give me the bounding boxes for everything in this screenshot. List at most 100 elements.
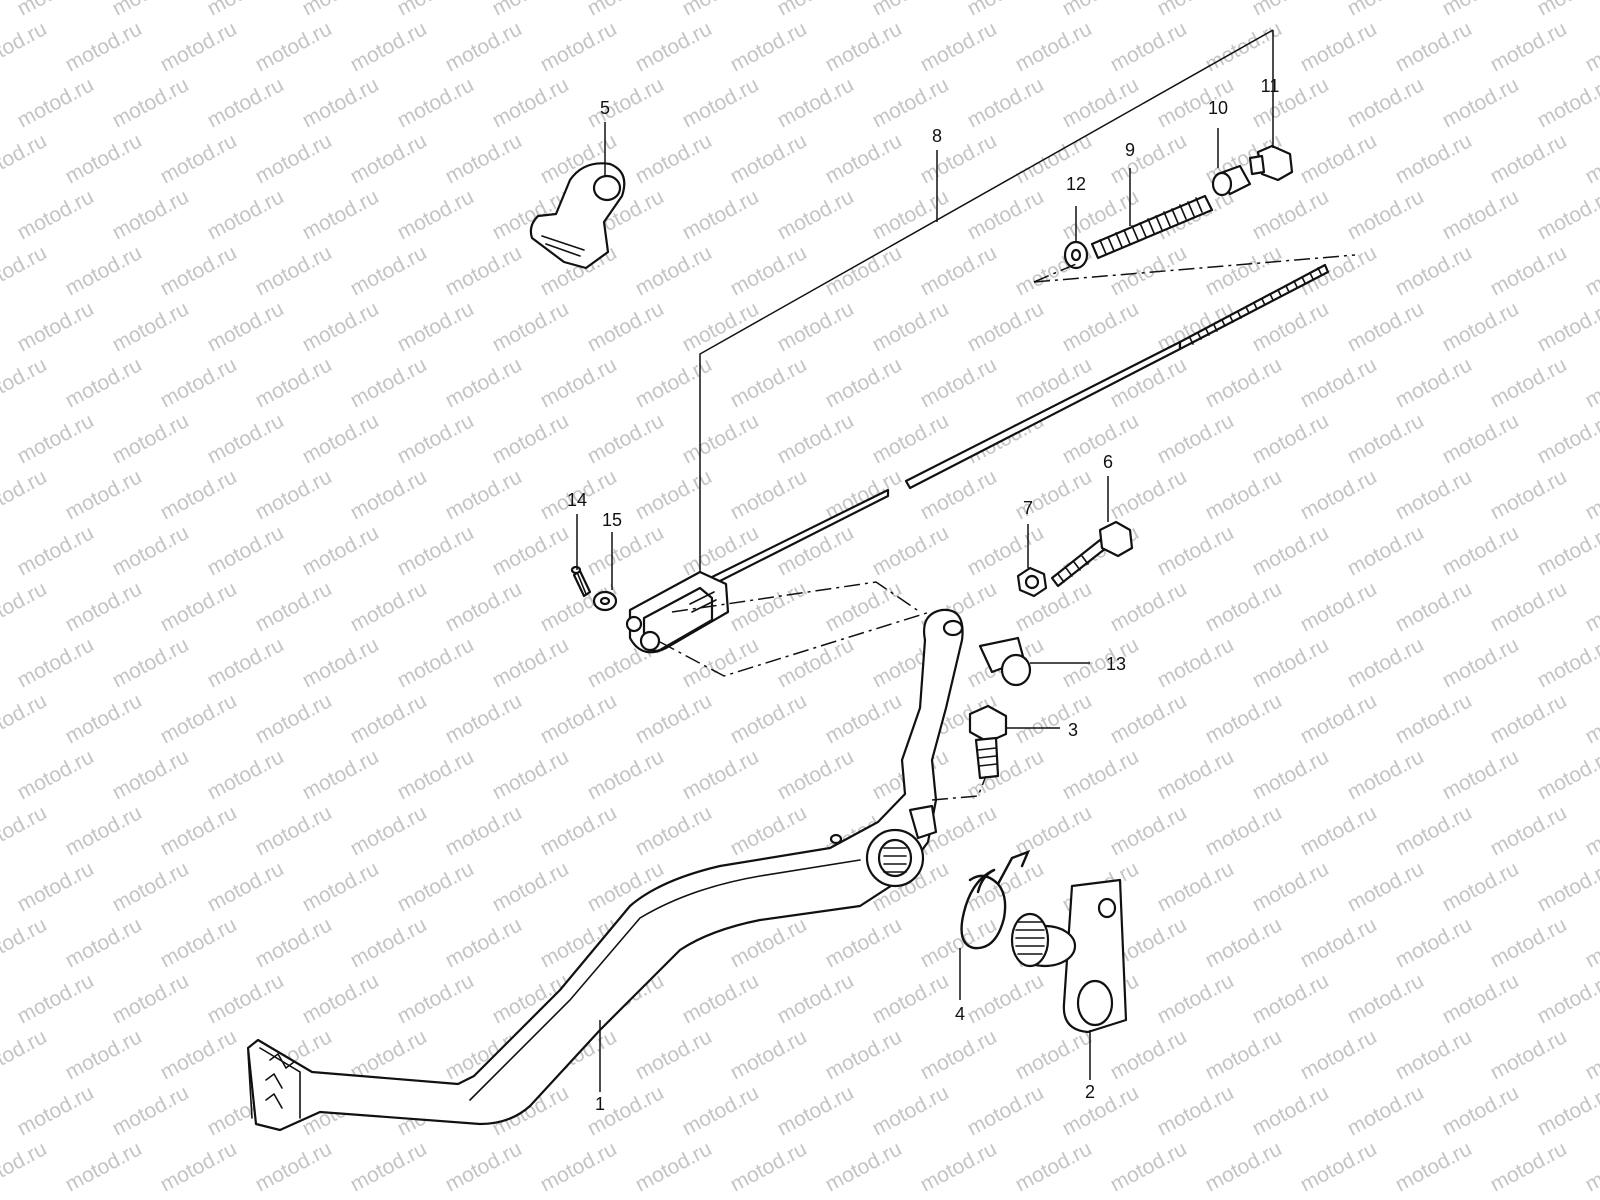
- watermark-text: motod.ru: [1154, 0, 1238, 20]
- watermark-text: motod.ru: [0, 0, 3, 20]
- watermark-text: motod.ru: [1012, 17, 1096, 76]
- watermark-text: motod.ru: [252, 129, 336, 188]
- watermark-text: motod.ru: [1534, 1081, 1600, 1140]
- watermark-text: motod.ru: [204, 745, 288, 804]
- watermark-text: motod.ru: [109, 409, 193, 468]
- watermark-text: motod.ru: [679, 73, 763, 132]
- callout-3: 3: [1068, 720, 1078, 740]
- watermark-text: motod.ru: [727, 1025, 811, 1084]
- watermark-text: motod.ru: [679, 0, 763, 20]
- watermark-text: motod.ru: [1487, 129, 1571, 188]
- watermark-text: motod.ru: [442, 241, 526, 300]
- watermark-text: motod.ru: [442, 913, 526, 972]
- watermark-text: motod.ru: [394, 969, 478, 1028]
- watermark-text: motod.ru: [62, 465, 146, 524]
- watermark-text: motod.ru: [679, 185, 763, 244]
- watermark-text: motod.ru: [537, 689, 621, 748]
- watermark-text: motod.ru: [442, 577, 526, 636]
- watermark-text: motod.ru: [632, 353, 716, 412]
- watermark-text: motod.ru: [1297, 1137, 1381, 1196]
- watermark-text: motod.ru: [1439, 409, 1523, 468]
- watermark-text: motod.ru: [62, 801, 146, 860]
- watermark-text: motod.ru: [14, 633, 98, 692]
- assembly-lines: [659, 254, 1356, 801]
- watermark-text: motod.ru: [727, 1137, 811, 1196]
- watermark-text: motod.ru: [347, 129, 431, 188]
- watermark-text: motod.ru: [1344, 1081, 1428, 1140]
- watermark-text: motod.ru: [822, 1025, 906, 1084]
- watermark-text: motod.ru: [1582, 1137, 1600, 1196]
- watermark-text: motod.ru: [632, 1137, 716, 1196]
- watermark-text: motod.ru: [537, 17, 621, 76]
- nut: [1016, 566, 1048, 598]
- watermark-text: motod.ru: [109, 745, 193, 804]
- watermark-text: motod.ru: [1012, 801, 1096, 860]
- watermark-text: motod.ru: [727, 241, 811, 300]
- watermark-text: motod.ru: [1012, 1025, 1096, 1084]
- watermark-text: motod.ru: [632, 1025, 716, 1084]
- watermark-text: motod.ru: [0, 129, 51, 188]
- watermark-text: motod.ru: [727, 577, 811, 636]
- watermark-text: motod.ru: [489, 521, 573, 580]
- watermark-text: motod.ru: [727, 801, 811, 860]
- watermark-text: motod.ru: [1202, 913, 1286, 972]
- callout-10: 10: [1208, 98, 1228, 118]
- watermark-text: motod.ru: [1059, 0, 1143, 20]
- watermark-text: motod.ru: [1202, 353, 1286, 412]
- watermark-text: motod.ru: [347, 577, 431, 636]
- watermark-text: motod.ru: [299, 969, 383, 1028]
- watermark-text: motod.ru: [1534, 857, 1600, 916]
- watermark-text: motod.ru: [1344, 633, 1428, 692]
- watermark-text: motod.ru: [917, 1137, 1001, 1196]
- watermark-text: motod.ru: [14, 969, 98, 1028]
- watermark-text: motod.ru: [1439, 297, 1523, 356]
- watermark-text: motod.ru: [204, 297, 288, 356]
- watermark-text: motod.ru: [0, 913, 51, 972]
- watermark-text: motod.ru: [822, 1137, 906, 1196]
- watermark-text: motod.ru: [679, 969, 763, 1028]
- leader-lines: [576, 29, 1274, 1092]
- watermark-text: motod.ru: [157, 129, 241, 188]
- callout-9: 9: [1125, 140, 1135, 160]
- watermark-text: motod.ru: [1107, 577, 1191, 636]
- watermark-text: motod.ru: [204, 969, 288, 1028]
- watermark-text: motod.ru: [774, 745, 858, 804]
- callout-13: 13: [1106, 654, 1126, 674]
- callout-14: 14: [567, 490, 587, 510]
- watermark-text: motod.ru: [869, 73, 953, 132]
- watermark-text: motod.ru: [157, 465, 241, 524]
- watermark-text: motod.ru: [299, 409, 383, 468]
- callout-15: 15: [602, 510, 622, 530]
- callout-labels: 8 5 9 10 11 12 6 7 14 15 13 3 4 2 1: [567, 76, 1279, 1114]
- watermark-text: motod.ru: [1012, 689, 1096, 748]
- watermark-text: motod.ru: [442, 1137, 526, 1196]
- watermark-text: motod.ru: [1154, 1081, 1238, 1140]
- watermark-text: motod.ru: [442, 17, 526, 76]
- watermark-text: motod.ru: [1487, 689, 1571, 748]
- watermark-text: motod.ru: [1059, 297, 1143, 356]
- watermark-text: motod.ru: [252, 17, 336, 76]
- small-washer: [592, 590, 618, 612]
- watermark-text: motod.ru: [1534, 185, 1600, 244]
- watermark-text: motod.ru: [157, 913, 241, 972]
- watermark-text: motod.ru: [1344, 0, 1428, 20]
- watermark-text: motod.ru: [1154, 633, 1238, 692]
- watermark-text: motod.ru: [774, 633, 858, 692]
- watermark-text: motod.ru: [1439, 1081, 1523, 1140]
- watermark-text: motod.ru: [1582, 913, 1600, 972]
- watermark-text: motod.ru: [1487, 1137, 1571, 1196]
- watermark-text: motod.ru: [0, 969, 3, 1028]
- watermark-text: motod.ru: [347, 353, 431, 412]
- watermark-text: motod.ru: [252, 913, 336, 972]
- watermark-text: motod.ru: [964, 969, 1048, 1028]
- watermark-text: motod.ru: [489, 297, 573, 356]
- watermark-text: motod.ru: [1439, 969, 1523, 1028]
- watermark-text: motod.ru: [917, 1025, 1001, 1084]
- watermark-text: motod.ru: [1249, 633, 1333, 692]
- watermark-text: motod.ru: [394, 0, 478, 20]
- watermark-text: motod.ru: [1582, 801, 1600, 860]
- watermark-text: motod.ru: [1534, 1193, 1600, 1200]
- watermark-text: motod.ru: [109, 857, 193, 916]
- watermark-text: motod.ru: [869, 297, 953, 356]
- watermark-text: motod.ru: [109, 1081, 193, 1140]
